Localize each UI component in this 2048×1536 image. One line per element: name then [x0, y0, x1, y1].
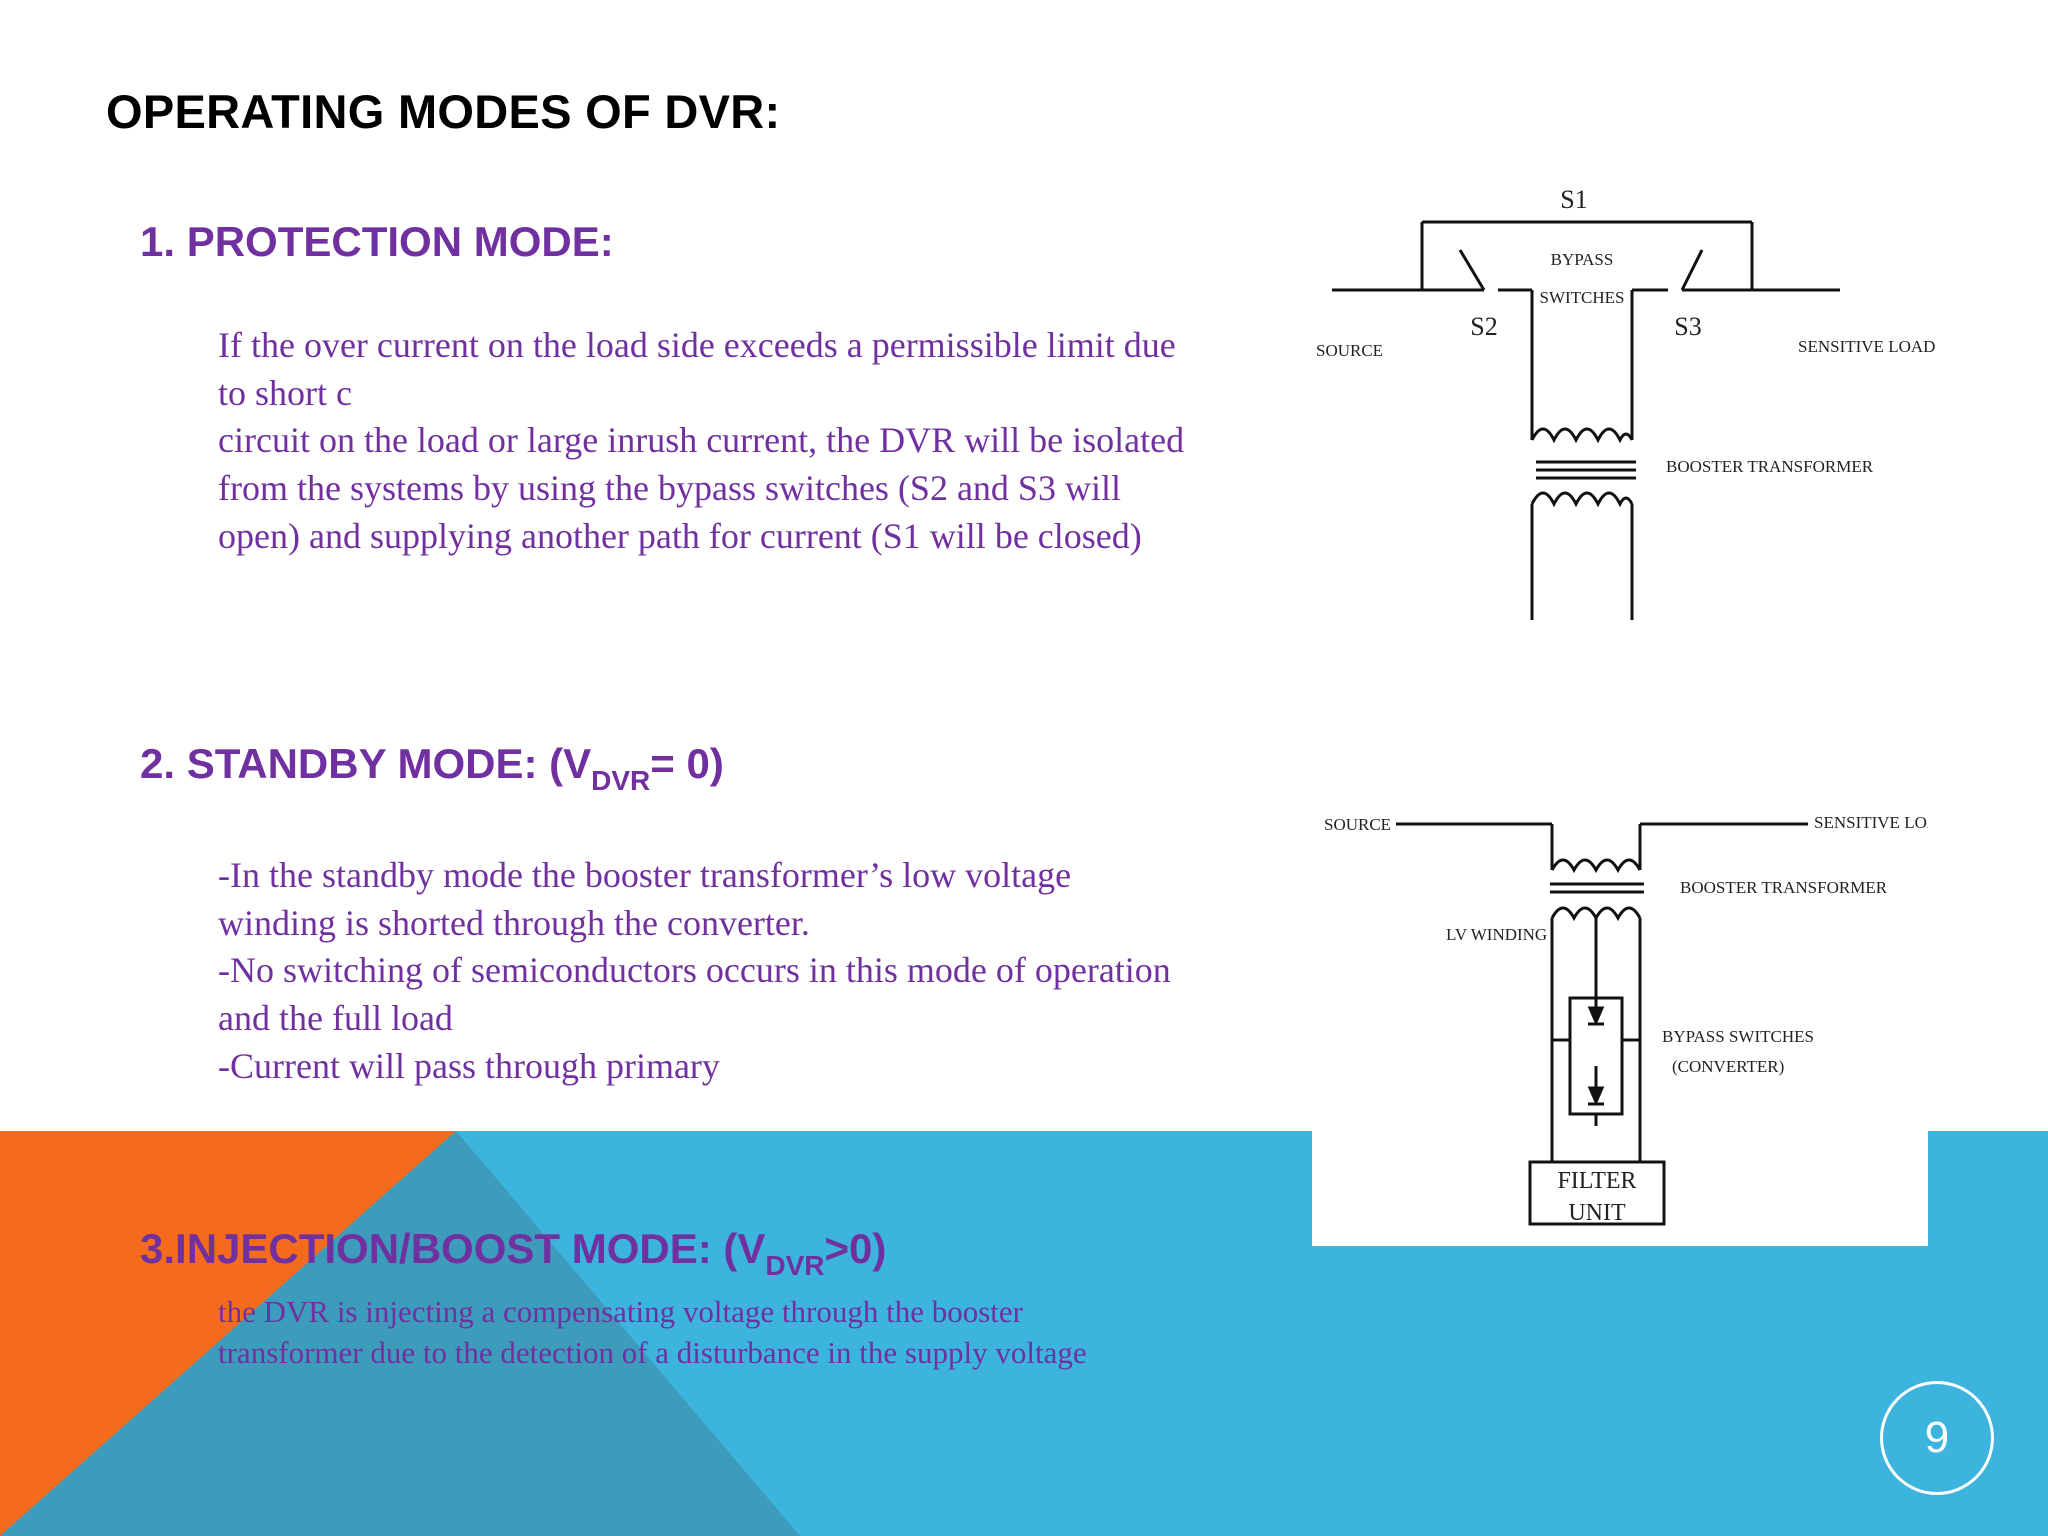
text-line: -In the standby mode the booster transfo…	[218, 855, 1072, 895]
overlap-triangle	[0, 1131, 800, 1536]
filter-label: FILTER	[1557, 1168, 1636, 1194]
s2-label: S2	[1470, 312, 1497, 341]
standby-mode-diagram: SOURCE SENSITIVE LOAD BOOSTER TRANSFORME…	[1312, 786, 1928, 1246]
text-line: the DVR is injecting a compensating volt…	[218, 1294, 1023, 1329]
standby-mode-heading: 2. STANDBY MODE: (VDVR= 0)	[140, 740, 724, 797]
booster-transformer-label: BOOSTER TRANSFORMER	[1680, 878, 1888, 897]
injection-mode-text: the DVR is injecting a compensating volt…	[218, 1292, 1087, 1373]
heading-subscript: DVR	[765, 1250, 825, 1281]
text-line: winding is shorted through the converter…	[218, 902, 810, 943]
converter-label: (CONVERTER)	[1672, 1057, 1784, 1076]
slide-title: OPERATING MODES OF DVR:	[106, 85, 781, 138]
heading-prefix: 2. STANDBY MODE: (V	[140, 740, 592, 787]
bypass-label: BYPASS	[1551, 250, 1614, 269]
text-line: open) and supplying another path for cur…	[218, 515, 1142, 556]
injection-mode-heading: 3.INJECTION/BOOST MODE: (VDVR>0)	[140, 1225, 886, 1282]
switches-label: SWITCHES	[1540, 288, 1625, 307]
heading-subscript: DVR	[591, 765, 651, 796]
text-line: circuit on the load or large inrush curr…	[218, 420, 1185, 461]
text-line: from the systems by using the bypass swi…	[218, 468, 1121, 509]
booster-transformer-label: BOOSTER TRANSFORMER	[1666, 457, 1874, 476]
text-line: -Current will pass through primary	[218, 1045, 720, 1086]
text-line: -No switching of semiconductors occurs i…	[218, 950, 1171, 991]
protection-mode-text: If the over current on the load side exc…	[218, 322, 1184, 561]
standby-mode-text: -In the standby mode the booster transfo…	[218, 852, 1171, 1091]
sensitive-load-label: SENSITIVE LOAD	[1814, 813, 1928, 832]
standby-circuit-svg: SOURCE SENSITIVE LOAD BOOSTER TRANSFORME…	[1324, 813, 1928, 1226]
text-line: transformer due to the detection of a di…	[218, 1334, 1087, 1370]
s1-label: S1	[1560, 185, 1587, 214]
protection-mode-heading: 1. PROTECTION MODE:	[140, 218, 614, 265]
source-label: SOURCE	[1316, 341, 1383, 360]
page-number-badge: 9	[1880, 1381, 1994, 1495]
unit-label: UNIT	[1568, 1200, 1626, 1226]
heading-suffix: = 0)	[650, 740, 724, 787]
text-line: to short c	[218, 372, 352, 413]
s3-label: S3	[1674, 312, 1701, 341]
text-line: If the over current on the load side exc…	[218, 325, 1176, 365]
text-line: and the full load	[218, 998, 453, 1039]
bypass-switches-label: BYPASS SWITCHES	[1662, 1027, 1814, 1046]
protection-mode-diagram: S1 BYPASS SWITCHES S2 S3 SOURCE SENSITIV…	[1312, 170, 1952, 626]
protection-circuit-svg: S1 BYPASS SWITCHES S2 S3 SOURCE SENSITIV…	[1316, 185, 1935, 620]
sensitive-load-label: SENSITIVE LOAD	[1798, 337, 1935, 356]
source-label: SOURCE	[1324, 815, 1391, 834]
heading-prefix: 3.INJECTION/BOOST MODE: (V	[140, 1225, 766, 1272]
lv-winding-label: LV WINDING	[1446, 925, 1547, 944]
heading-suffix: >0)	[824, 1225, 887, 1272]
